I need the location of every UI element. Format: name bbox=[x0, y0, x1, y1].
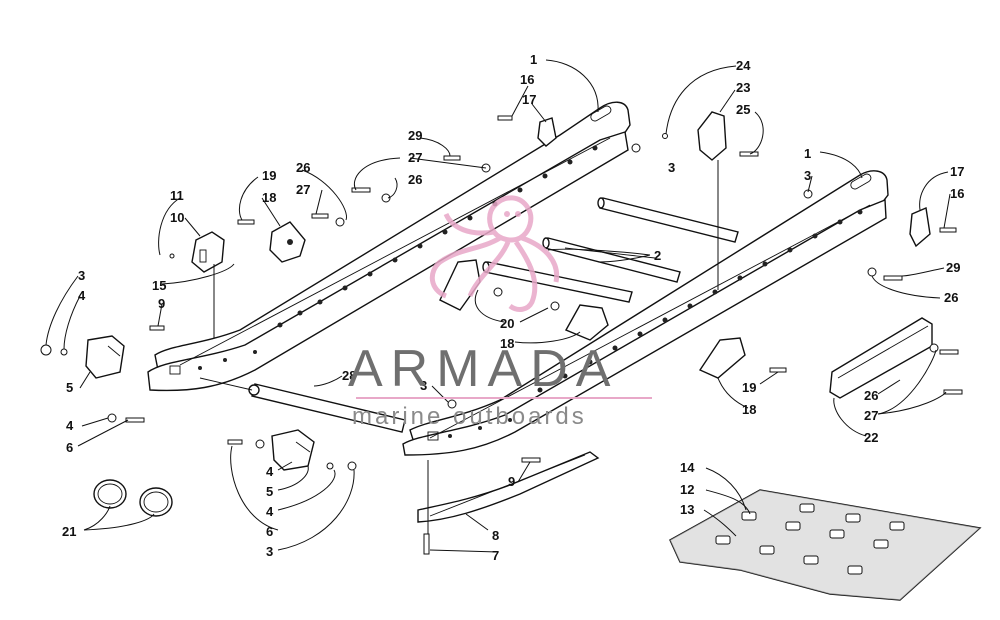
callout-27: 27 bbox=[408, 150, 422, 165]
callout-10: 10 bbox=[170, 210, 184, 225]
callout-3: 3 bbox=[668, 160, 675, 175]
callout-15: 15 bbox=[152, 278, 166, 293]
callout-numbers: 1 16 17 24 23 25 29 27 26 26 27 3 19 18 … bbox=[62, 52, 964, 563]
callout-27: 27 bbox=[296, 182, 310, 197]
callout-26: 26 bbox=[864, 388, 878, 403]
callout-5: 5 bbox=[266, 484, 273, 499]
callout-23: 23 bbox=[736, 80, 750, 95]
bracket-18-right bbox=[698, 337, 746, 379]
callout-4: 4 bbox=[266, 504, 274, 519]
callout-9: 9 bbox=[158, 296, 165, 311]
callout-27: 27 bbox=[864, 408, 878, 423]
shock-absorber bbox=[199, 377, 406, 433]
callout-4: 4 bbox=[66, 418, 74, 433]
callout-3: 3 bbox=[420, 378, 427, 393]
callout-16: 16 bbox=[520, 72, 534, 87]
callout-21: 21 bbox=[62, 524, 76, 539]
pivot-arm-left bbox=[439, 259, 481, 311]
watermark-title: ARMADA bbox=[348, 340, 618, 398]
bumpers bbox=[85, 335, 315, 471]
callout-6: 6 bbox=[66, 440, 73, 455]
callout-11: 11 bbox=[170, 188, 184, 203]
callout-1: 1 bbox=[804, 146, 811, 161]
callout-26: 26 bbox=[296, 160, 310, 175]
callout-26: 26 bbox=[408, 172, 422, 187]
callout-28: 28 bbox=[342, 368, 356, 383]
octopus-logo bbox=[429, 195, 560, 312]
callout-22: 22 bbox=[864, 430, 878, 445]
callout-3: 3 bbox=[804, 168, 811, 183]
mount-17-right bbox=[909, 207, 931, 248]
callout-2: 2 bbox=[654, 248, 661, 263]
bolt-16a bbox=[497, 115, 513, 121]
callout-5: 5 bbox=[66, 380, 73, 395]
callout-20: 20 bbox=[500, 316, 514, 331]
callout-14: 14 bbox=[680, 460, 695, 475]
callout-3: 3 bbox=[78, 268, 85, 283]
callout-6: 6 bbox=[266, 524, 273, 539]
watermark: ARMADA marine outboards bbox=[348, 195, 652, 430]
track-section bbox=[669, 489, 982, 601]
callout-29: 29 bbox=[946, 260, 960, 275]
callout-7: 7 bbox=[492, 548, 499, 563]
callout-16: 16 bbox=[950, 186, 964, 201]
bracket-18-center bbox=[565, 304, 609, 341]
callout-26: 26 bbox=[944, 290, 958, 305]
callout-19: 19 bbox=[262, 168, 276, 183]
callout-24: 24 bbox=[736, 58, 751, 73]
callout-9: 9 bbox=[508, 474, 515, 489]
callout-29: 29 bbox=[408, 128, 422, 143]
callout-18: 18 bbox=[500, 336, 514, 351]
stop-block-10 bbox=[191, 231, 225, 273]
brackets bbox=[191, 111, 931, 379]
callout-4: 4 bbox=[266, 464, 274, 479]
watermark-subtitle: marine outboards bbox=[352, 403, 587, 430]
callout-17: 17 bbox=[522, 92, 536, 107]
callout-17: 17 bbox=[950, 164, 964, 179]
callout-18: 18 bbox=[742, 402, 756, 417]
leader-lines bbox=[45, 59, 951, 553]
mount-17-left bbox=[537, 117, 557, 147]
callout-13: 13 bbox=[680, 502, 694, 517]
callout-4: 4 bbox=[78, 288, 86, 303]
right-slide-rail bbox=[402, 170, 889, 456]
stop-block-23 bbox=[697, 111, 727, 161]
callout-18: 18 bbox=[262, 190, 276, 205]
callout-1: 1 bbox=[530, 52, 537, 67]
callout-8: 8 bbox=[492, 528, 499, 543]
hose-clamps bbox=[93, 479, 173, 517]
callout-12: 12 bbox=[680, 482, 694, 497]
rail-slide bbox=[417, 451, 600, 523]
callout-19: 19 bbox=[742, 380, 756, 395]
callout-3: 3 bbox=[266, 544, 273, 559]
callout-25: 25 bbox=[736, 102, 750, 117]
